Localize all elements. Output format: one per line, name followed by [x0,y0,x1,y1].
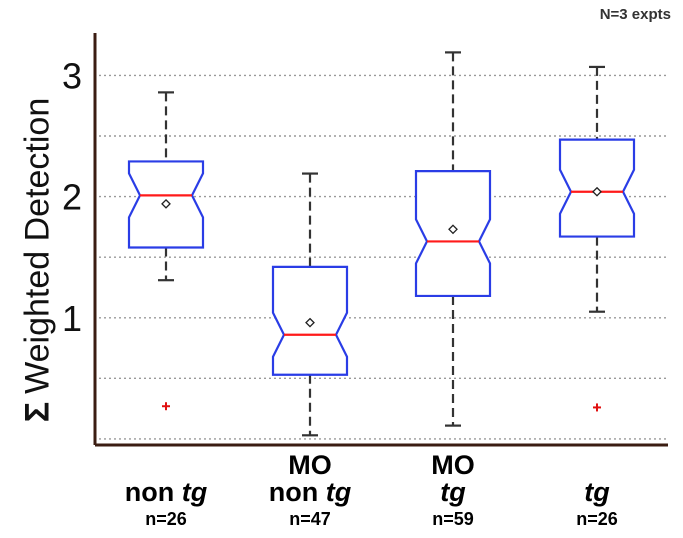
category-line2-italic: tg [181,477,208,507]
category-label: MO tg n=59 [378,450,528,529]
y-axis-label: Σ Weighted Detection [19,98,58,423]
sigma-symbol: Σ [18,401,57,423]
category-line2-italic: tg [440,477,466,507]
mean-marker [161,198,171,209]
category-line1: MO [431,450,475,480]
category-line1: MO [288,450,332,480]
category-line2: tg [378,479,528,506]
category-n: n=59 [432,509,474,529]
category-line2-plain: non [124,477,182,507]
category-line2: non tg [91,479,241,506]
y-tick-label: 3 [62,55,82,96]
mean-marker [592,186,602,197]
category-n: n=26 [145,509,187,529]
category-line2-italic: tg [584,477,610,507]
category-label: MO non tg n=47 [235,450,385,529]
category-label: non tg n=26 [91,452,241,529]
mean-marker [305,317,315,328]
mean-marker [448,224,458,235]
category-n: n=47 [289,509,331,529]
category-line2-plain: non [268,477,326,507]
category-line1 [522,452,672,479]
category-line2: tg [522,479,672,506]
y-tick-label: 1 [62,298,82,339]
category-line2: non tg [235,479,385,506]
y-tick-label: 2 [62,177,82,218]
experiments-annotation: N=3 expts [599,6,671,23]
category-line2-italic: tg [325,477,352,507]
y-axis-label-text: Weighted Detection [18,97,57,394]
category-line1 [91,452,241,479]
category-label: tg n=26 [522,452,672,529]
category-n: n=26 [576,509,618,529]
